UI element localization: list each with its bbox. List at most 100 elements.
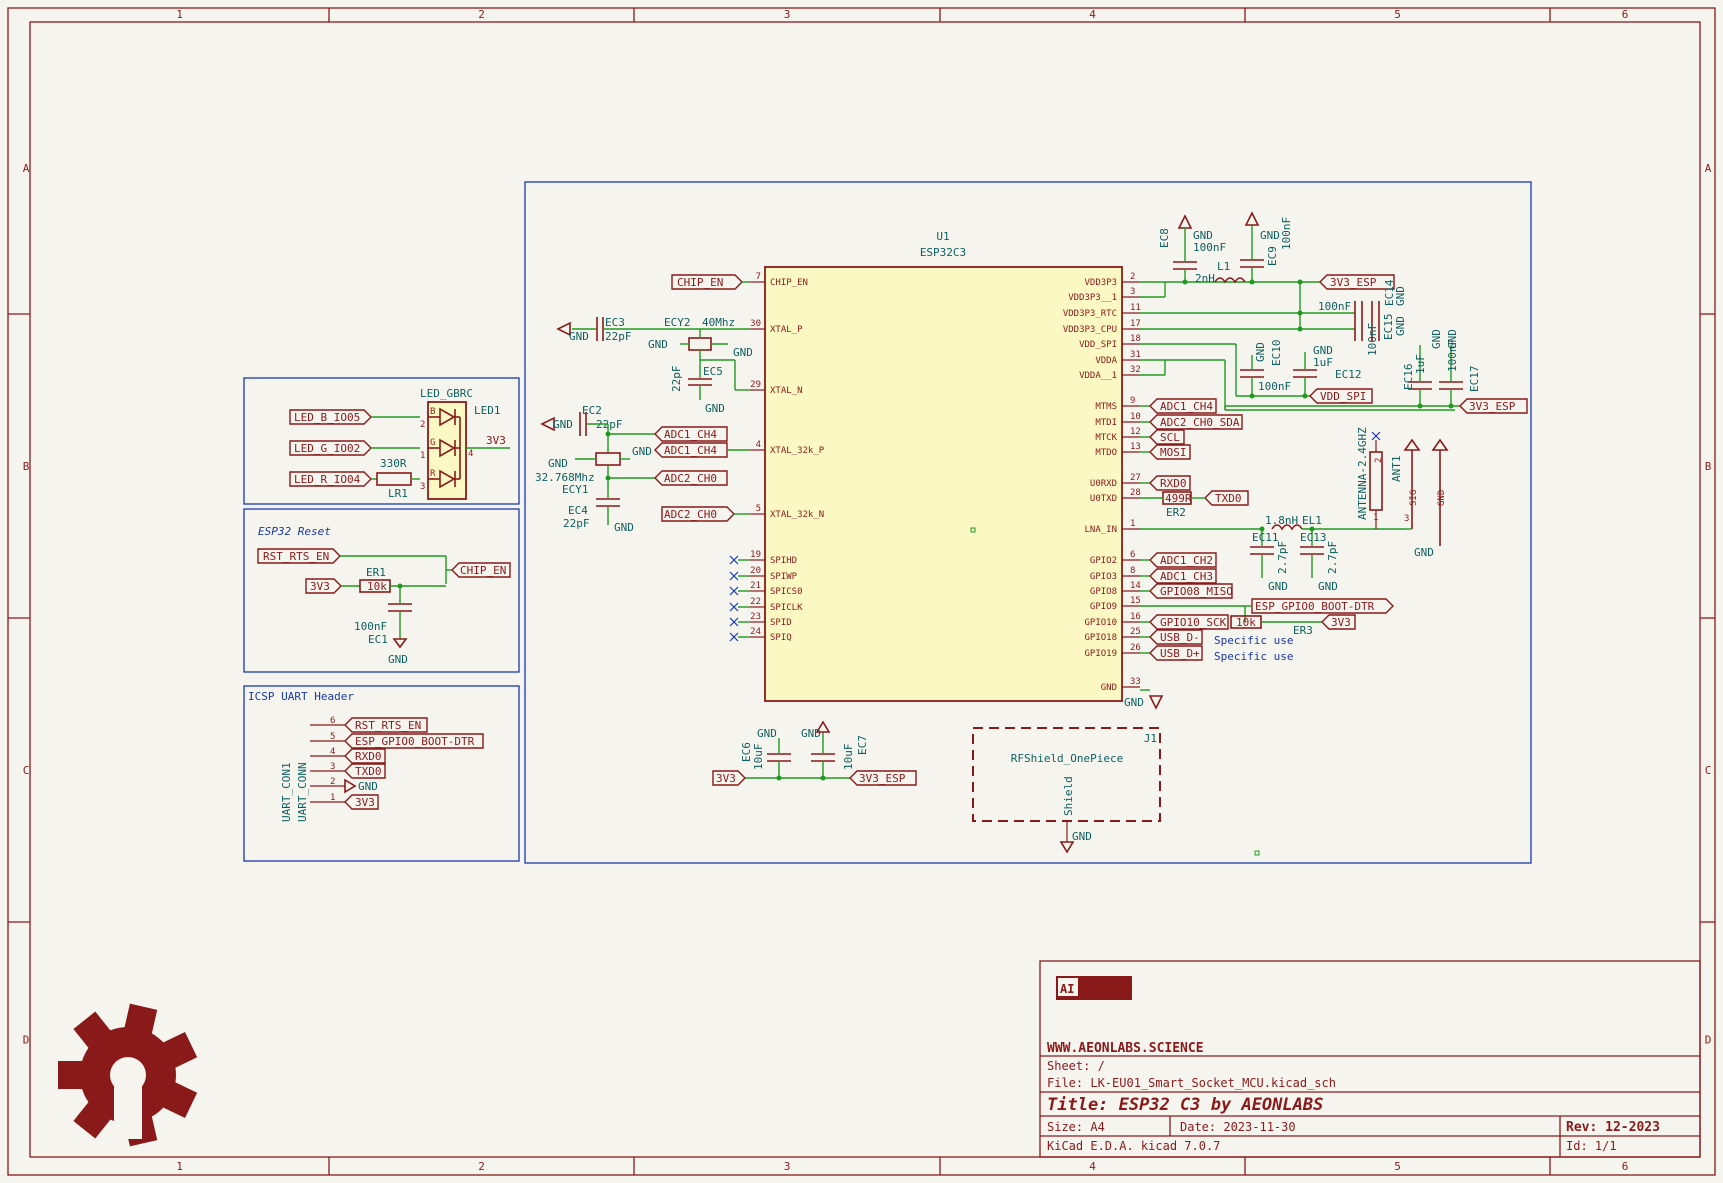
u1-pin-name[interactable]: SPIWP (770, 572, 798, 582)
u1-pin-name[interactable]: SPICS0 (770, 587, 803, 597)
label-adc1-ch3[interactable]: ADC1_CH3 (1149, 568, 1217, 584)
label-scl[interactable]: SCL (1149, 429, 1185, 445)
u1-pin-num: 21 (750, 581, 761, 591)
uart-label[interactable]: RST_RTS_EN (344, 717, 428, 733)
row-label-left: D (23, 1034, 30, 1047)
ecy1-body[interactable] (595, 452, 621, 466)
label-3v3-esp-top[interactable]: 3V3_ESP (1319, 274, 1395, 290)
label-gpio08-miso[interactable]: GPIO08_MISO (1149, 583, 1233, 599)
label-txd0[interactable]: TXD0 (1204, 490, 1249, 506)
label-usb-dm[interactable]: USB_D- (1149, 629, 1203, 645)
label-reset-3v3[interactable]: 3V3 (305, 578, 342, 594)
u1-pin-name[interactable]: GPIO3 (1090, 572, 1117, 582)
label-adc1-ch4-a[interactable]: ADC1_CH4 (654, 426, 728, 442)
u1-pin-name[interactable]: GND (1101, 683, 1117, 693)
lr1-body[interactable] (376, 472, 412, 486)
svg-text:RXD0: RXD0 (1160, 477, 1187, 490)
label-led-b[interactable]: LED_B_IO05 (289, 409, 372, 425)
u1-pin-name[interactable]: VDDA__1 (1079, 371, 1117, 381)
ecy2-body[interactable] (688, 337, 712, 351)
row-label-right: B (1705, 460, 1712, 473)
u1-pin-name[interactable]: GPIO18 (1084, 633, 1117, 643)
el1-ref: EL1 (1302, 514, 1322, 527)
svg-text:USB_D-: USB_D- (1160, 631, 1200, 644)
ec16-ref: EC16 (1402, 364, 1415, 391)
u1-pin-name[interactable]: GPIO10 (1084, 618, 1117, 628)
u1-pin-num: 5 (756, 504, 761, 514)
tb-date: Date: 2023-11-30 (1180, 1120, 1296, 1134)
u1-pin-name[interactable]: GPIO9 (1090, 602, 1117, 612)
uart-label[interactable]: TXD0 (344, 763, 386, 779)
u1-pin-name[interactable]: VDD3P3_CPU (1063, 325, 1117, 335)
u1-pin-name[interactable]: GPIO8 (1090, 587, 1117, 597)
el1-body[interactable] (1271, 524, 1303, 531)
label-adc1-ch4-b[interactable]: ADC1_CH4 (654, 442, 728, 458)
u1-pin-name[interactable]: MTCK (1095, 433, 1117, 443)
label-adc1-ch4[interactable]: ADC1_CH4 (1149, 398, 1217, 414)
u1-pin-name[interactable]: MTDO (1095, 448, 1117, 458)
row-label-right: C (1705, 764, 1712, 777)
u1-pin-name[interactable]: MTMS (1095, 402, 1117, 412)
u1-pin-name[interactable]: MTDI (1095, 418, 1117, 428)
u1-pin-name[interactable]: CHIP_EN (770, 278, 808, 288)
ec14-value: 100nF (1318, 300, 1351, 313)
u1-pin-name[interactable]: VDD3P3 (1084, 278, 1117, 288)
u1-pin-name[interactable]: SPID (770, 618, 792, 628)
u1-pin-num: 23 (750, 612, 761, 622)
u1-pin-name[interactable]: VDD_SPI (1079, 340, 1117, 350)
u1-pin-name[interactable]: VDD3P3_RTC (1063, 309, 1117, 319)
label-led-g[interactable]: LED_G_IO02 (289, 440, 372, 456)
uart-label[interactable]: GND (344, 778, 378, 794)
uart-label[interactable]: RXD0 (344, 748, 386, 764)
label-adc2-ch0-sda[interactable]: ADC2_CH0_SDA (1149, 414, 1243, 430)
u1-pin-name[interactable]: GPIO19 (1084, 649, 1117, 659)
label-3v3-er3[interactable]: 3V3 (1321, 614, 1356, 630)
tb-sheet: Sheet: / (1047, 1059, 1105, 1073)
uart-label[interactable]: 3V3 (344, 794, 379, 810)
label-gpio10-sck[interactable]: GPIO10_SCK (1149, 614, 1229, 630)
label-esp-boot[interactable]: ESP_GPIO0_BOOT-DTR (1251, 598, 1394, 614)
svg-text:LED_B_IO05: LED_B_IO05 (294, 411, 360, 424)
svg-text:3V3: 3V3 (1331, 616, 1351, 629)
u1-pin-name[interactable]: U0TXD (1090, 494, 1117, 504)
ec13-ref: EC13 (1300, 531, 1327, 544)
label-adc1-ch2[interactable]: ADC1_CH2 (1149, 552, 1217, 568)
uart-box (243, 685, 520, 862)
label-led-r[interactable]: LED_R_IO04 (289, 471, 372, 487)
label-3v3-esp-bottom[interactable]: 3V3_ESP (849, 770, 917, 786)
label-3v3-esp-right[interactable]: 3V3_ESP (1459, 398, 1528, 414)
u1-pin-name[interactable]: XTAL_32k_N (770, 510, 824, 520)
label-3v3-bottom[interactable]: 3V3 (712, 770, 746, 786)
u1-pin-num: 17 (1130, 319, 1141, 329)
label-usb-dp[interactable]: USB_D+ (1149, 645, 1203, 661)
u1-pin-name[interactable]: VDDA (1095, 356, 1117, 366)
u1-pin-name[interactable]: XTAL_N (770, 386, 803, 396)
u1-pin-name[interactable]: VDD3P3__1 (1068, 293, 1117, 303)
label-chip-en[interactable]: CHIP_EN (671, 274, 743, 290)
label-adc2-ch0-b[interactable]: ADC2_CH0 (661, 506, 735, 522)
label-vdd-spi[interactable]: VDD_SPI (1309, 388, 1373, 404)
gnd-ecy1-right: GND (632, 445, 652, 458)
u1-pin-name[interactable]: XTAL_P (770, 325, 803, 335)
l1-ref: L1 (1217, 260, 1230, 273)
u1-pin-name[interactable]: SPIHD (770, 556, 797, 566)
u1-pin-name[interactable]: LNA_IN (1084, 525, 1117, 535)
ec8-value: 100nF (1193, 241, 1226, 254)
u1-pin-name[interactable]: U0RXD (1090, 479, 1117, 489)
svg-text:ESP_GPIO0_BOOT-DTR: ESP_GPIO0_BOOT-DTR (1255, 600, 1375, 613)
u1-pin-name[interactable]: SPICLK (770, 603, 803, 613)
label-rxd0[interactable]: RXD0 (1149, 475, 1191, 491)
l1-body[interactable] (1214, 277, 1246, 284)
u1-pin-name[interactable]: XTAL_32k_P (770, 446, 825, 456)
uart-ref: UART_CON1 (280, 762, 293, 822)
u1-pin-name[interactable]: GPIO2 (1090, 556, 1117, 566)
label-reset-chip-en[interactable]: CHIP_EN (451, 562, 511, 578)
oshw-gear-icon (58, 1003, 198, 1147)
label-adc2-ch0-a[interactable]: ADC2_CH0 (654, 470, 728, 486)
gnd-ec7-symbol (815, 720, 831, 733)
u1-body[interactable] (764, 266, 1123, 702)
label-rst-rts-en[interactable]: RST_RTS_EN (257, 548, 341, 564)
uart-label[interactable]: ESP_GPIO0_BOOT-DTR (344, 733, 484, 749)
u1-pin-name[interactable]: SPIQ (770, 633, 792, 643)
label-mosi[interactable]: MOSI (1149, 444, 1191, 460)
